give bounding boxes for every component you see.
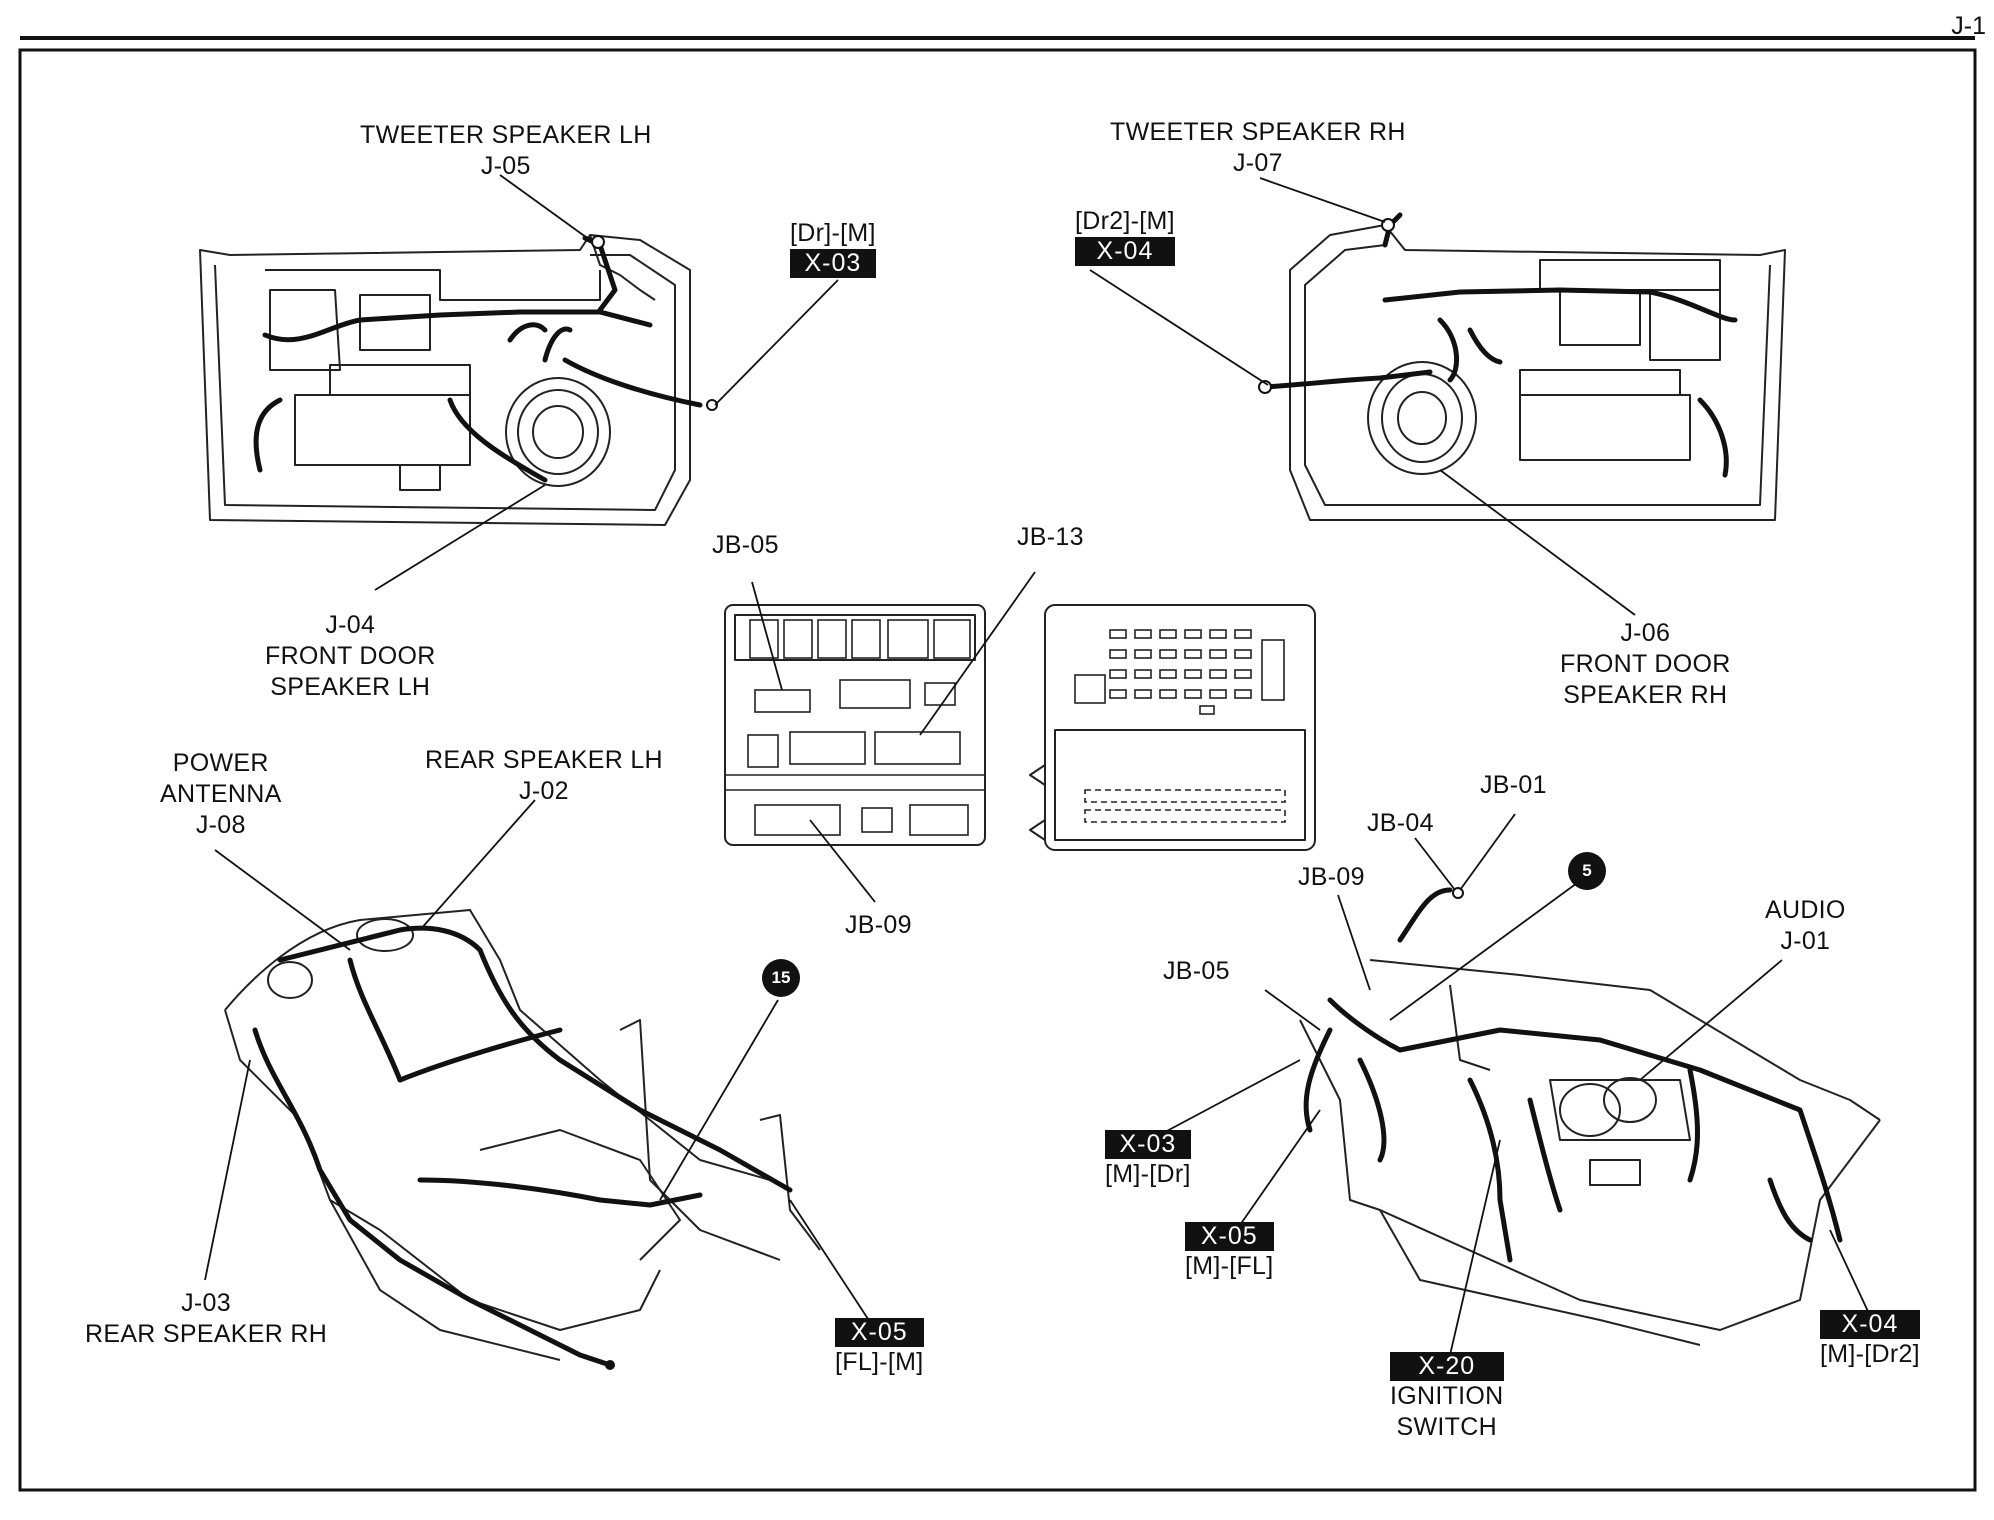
dash-harness-drawing [1299,887,1881,1346]
page-number: J-1 [1951,12,1986,40]
connector-x03-door-lh: [Dr]-[M] X-03 [790,219,876,278]
junction-box-front-drawing [724,604,986,846]
front-door-lh-drawing [199,234,718,526]
jb09-box-label: JB-09 [845,911,912,939]
connector-x05-floor: X-05 [FL]-[M] [835,1318,924,1376]
jb01-label: JB-01 [1480,771,1547,799]
connector-x03-dash: X-03 [M]-[Dr] [1105,1130,1191,1188]
marker-5: 5 [1568,852,1606,890]
junction-box-rear-drawing [1029,604,1316,851]
connector-x05-dash: X-05 [M]-[FL] [1185,1222,1274,1280]
floor-harness-drawing [224,909,821,1370]
connector-x04-dash: X-04 [M]-[Dr2] [1820,1310,1920,1368]
connector-x20-ignition: X-20 IGNITION SWITCH [1390,1352,1504,1441]
jb09-dash-label: JB-09 [1298,863,1365,891]
jb05-box-label: JB-05 [712,531,779,559]
page-frame [18,48,1977,1492]
marker-15: 15 [762,959,800,997]
connector-x04-door-rh: [Dr2]-[M] X-04 [1075,207,1175,266]
front-door-rh-drawing [1258,212,1786,521]
jb05-dash-label: JB-05 [1163,957,1230,985]
jb13-label: JB-13 [1017,523,1084,551]
leader-lines [204,174,1873,1356]
jb04-label: JB-04 [1367,809,1434,837]
